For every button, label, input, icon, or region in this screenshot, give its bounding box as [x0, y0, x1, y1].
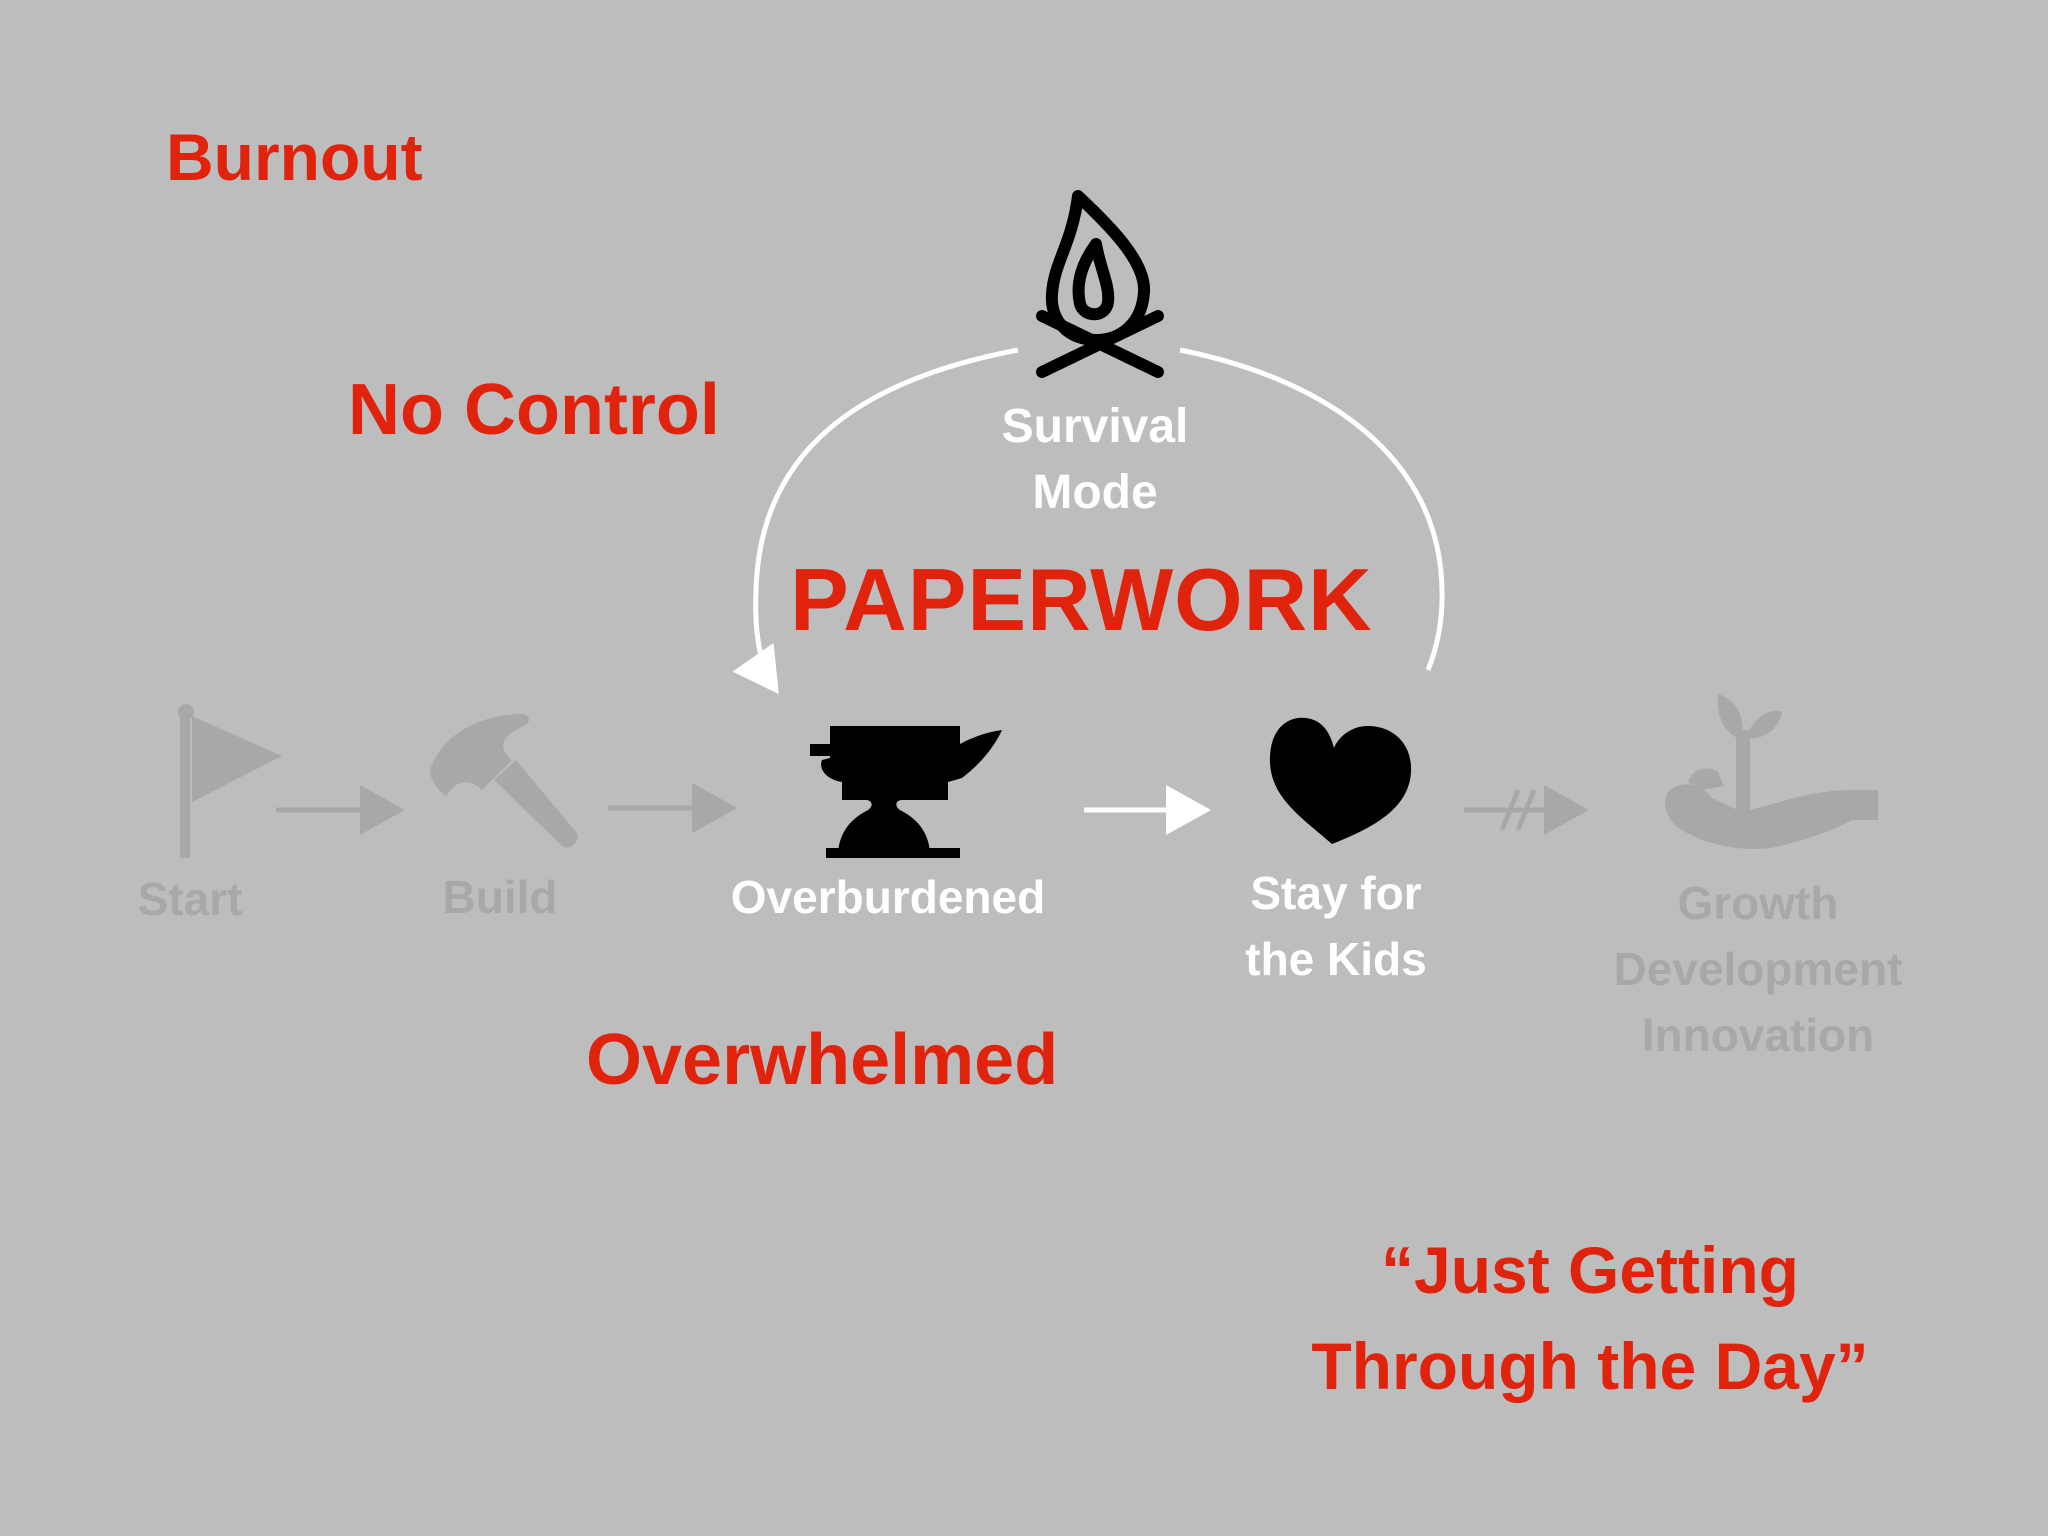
loop-arc-left: [732, 347, 1019, 695]
quote-line-1: “Just Getting: [1380, 1233, 1799, 1307]
flag-icon: [178, 704, 282, 858]
anvil-icon: [810, 726, 1002, 858]
growth-label: Growth Development Innovation: [1568, 870, 1948, 1068]
stay-line-2: the Kids: [1245, 933, 1427, 985]
loop-arc-right: [1179, 347, 1445, 671]
overburdened-label: Overburdened: [730, 871, 1046, 923]
quote-line-2: Through the Day”: [1311, 1329, 1869, 1403]
survival-mode-label: Survival Mode: [960, 394, 1230, 526]
campfire-icon: [1036, 190, 1164, 378]
plant-in-hand-icon: [1665, 694, 1878, 850]
growth-line-2: Development: [1613, 943, 1903, 995]
start-label: Start: [137, 873, 243, 925]
stay-line-1: Stay for: [1250, 867, 1422, 919]
survival-line-2: Mode: [1032, 466, 1158, 519]
stay-for-the-kids-label: Stay for the Kids: [1186, 860, 1486, 992]
paperwork-label: PAPERWORK: [790, 550, 1373, 649]
heart-icon: [1269, 717, 1412, 844]
no-control-label: No Control: [348, 370, 720, 450]
hammer-icon: [430, 714, 578, 848]
burnout-label: Burnout: [166, 120, 423, 194]
blocked-arrow: [1464, 785, 1589, 835]
overwhelmed-label: Overwhelmed: [586, 1020, 1059, 1100]
growth-line-3: Innovation: [1641, 1009, 1875, 1061]
survival-line-1: Survival: [1001, 400, 1189, 453]
quote-label: “Just Getting Through the Day”: [1250, 1222, 1930, 1414]
build-label: Build: [442, 871, 558, 923]
growth-line-1: Growth: [1677, 877, 1839, 929]
